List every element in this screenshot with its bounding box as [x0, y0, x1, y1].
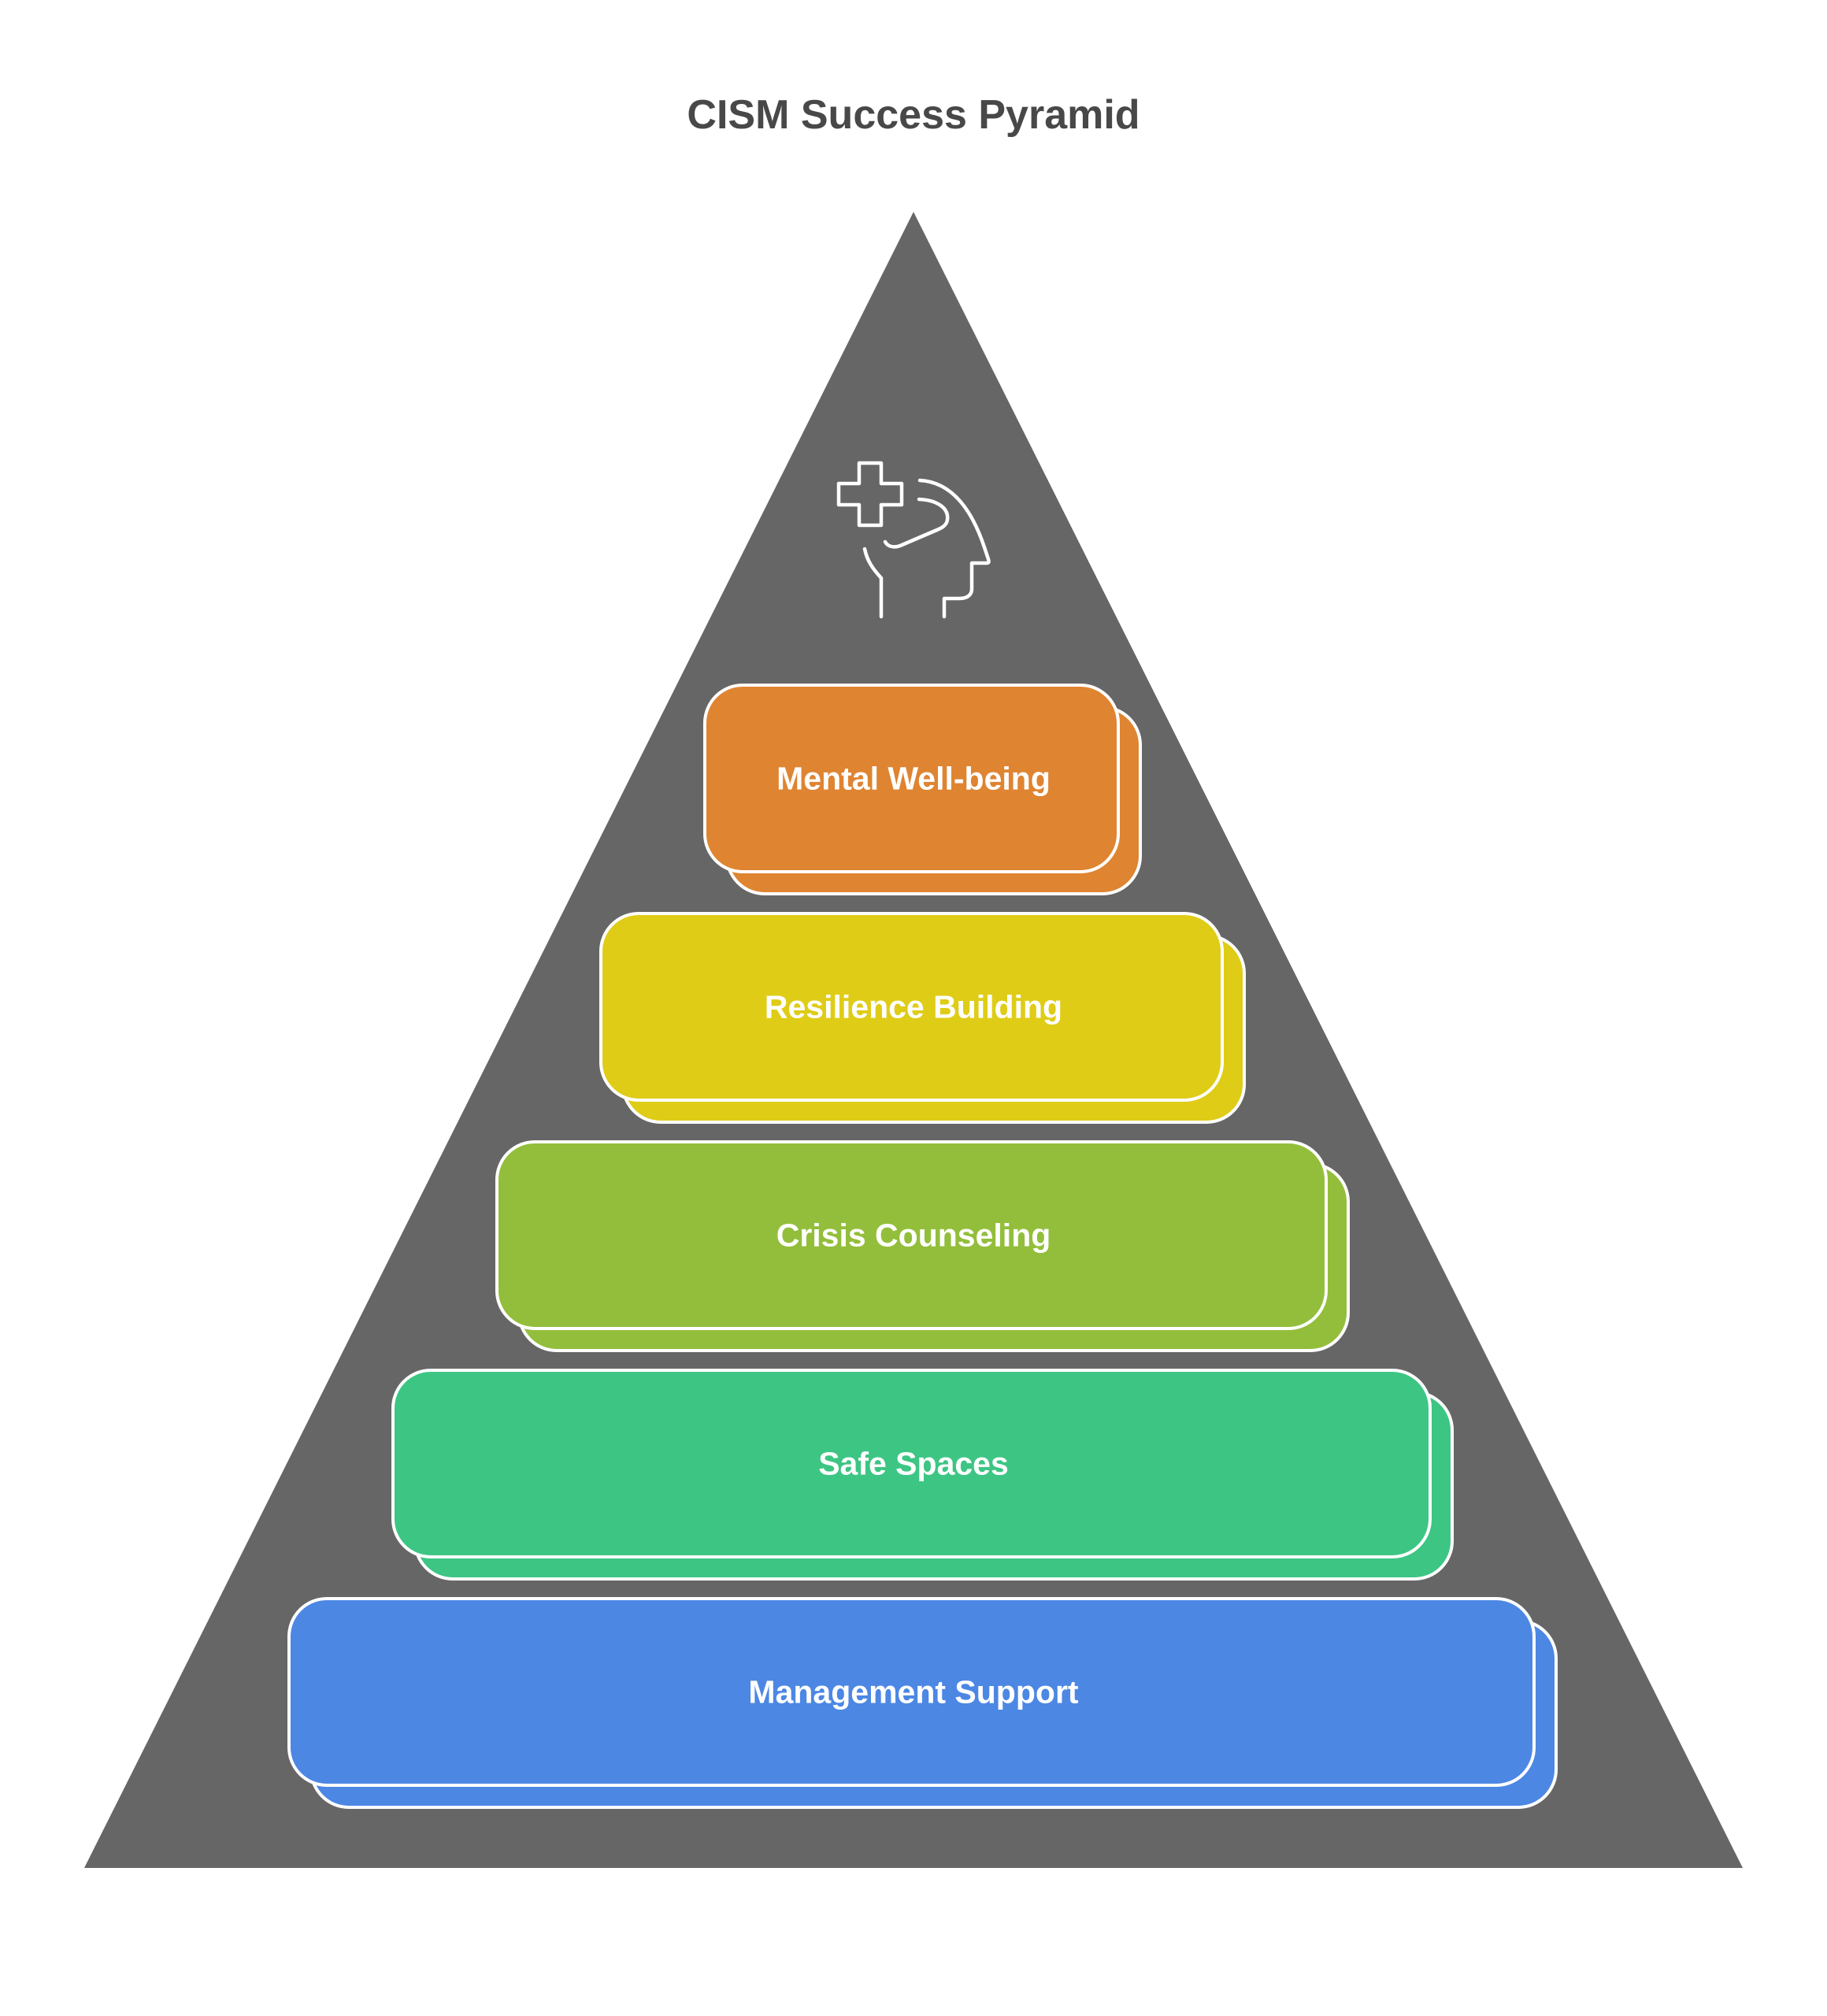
brain-fold-line — [883, 497, 950, 549]
tier-box — [599, 912, 1224, 1102]
tier-crisis-counseling: Crisis Counseling — [495, 1140, 1350, 1352]
tier-box — [287, 1597, 1536, 1787]
neck-back-line — [862, 547, 884, 619]
medical-cross-shape — [836, 461, 904, 528]
tier-resilience-building: Resilience Building — [599, 912, 1246, 1124]
tier-box — [703, 684, 1120, 873]
tier-label: Management Support — [748, 1674, 1078, 1710]
tier-label: Crisis Counseling — [776, 1217, 1051, 1254]
diagram-title: CISM Success Pyramid — [687, 92, 1140, 138]
head-profile-outline — [917, 478, 991, 619]
mental-health-head-cross-icon — [836, 461, 991, 619]
tier-box — [495, 1140, 1328, 1330]
tier-safe-spaces: Safe Spaces — [391, 1369, 1454, 1581]
tier-label: Safe Spaces — [818, 1446, 1009, 1482]
tier-management-support: Management Support — [287, 1597, 1558, 1809]
tier-mental-well-being: Mental Well-being — [703, 684, 1142, 895]
tier-label: Mental Well-being — [776, 761, 1051, 797]
tier-label: Resilience Building — [765, 989, 1062, 1025]
tier-box — [391, 1369, 1432, 1558]
